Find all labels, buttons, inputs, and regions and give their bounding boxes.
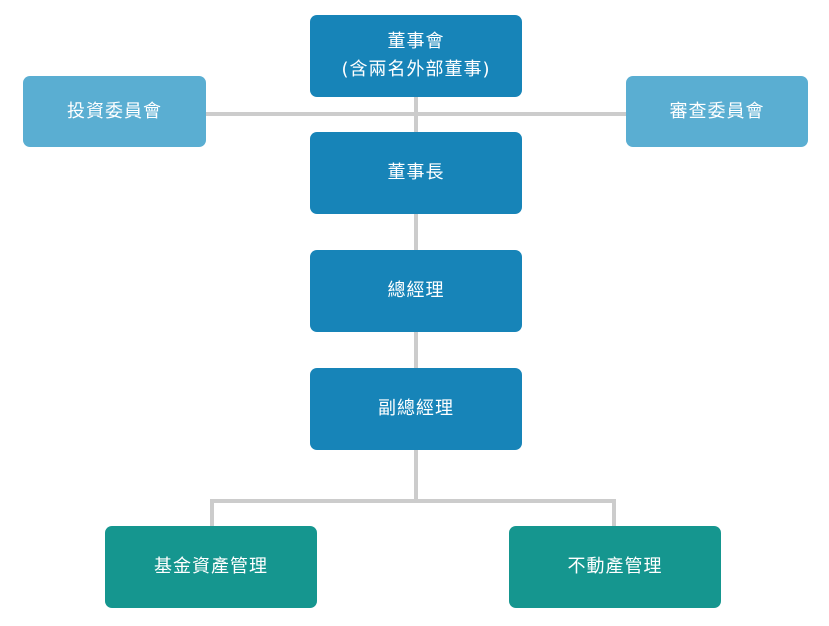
chairman-label: 董事長 [387,162,445,183]
board-title: 董事會 [387,31,445,52]
board-subtitle: (含兩名外部董事) [341,59,491,80]
real-estate-management-label: 不動產管理 [567,556,663,577]
investment-committee-label: 投資委員會 [67,100,162,122]
real-estate-management-node: 不動產管理 [509,526,721,608]
audit-committee-label: 審查委員會 [669,100,765,122]
deputy-general-manager-label: 副總經理 [378,398,454,419]
investment-committee-node: 投資委員會 [23,76,206,147]
general-manager-label: 總經理 [387,280,445,301]
general-manager-node: 總經理 [310,250,522,332]
board-of-directors-node: 董事會 (含兩名外部董事) [310,15,522,97]
audit-committee-node: 審查委員會 [626,76,808,147]
fund-asset-management-node: 基金資產管理 [105,526,317,608]
chairman-node: 董事長 [310,132,522,214]
fund-asset-management-label: 基金資產管理 [154,556,268,577]
deputy-general-manager-node: 副總經理 [310,368,522,450]
